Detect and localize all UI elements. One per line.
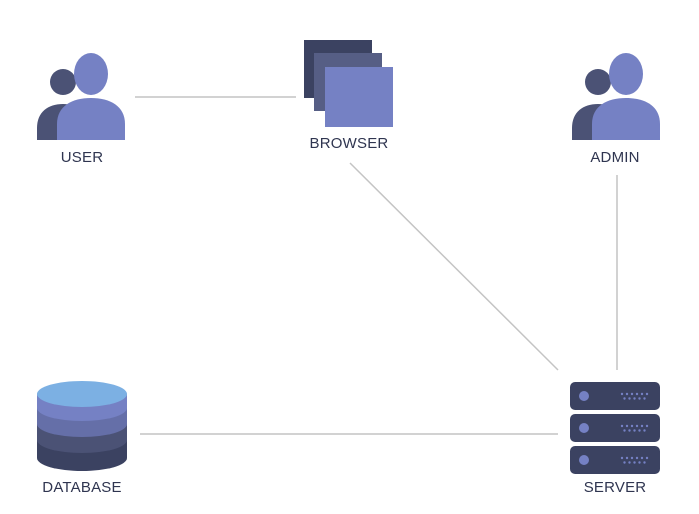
node-admin: ADMIN xyxy=(572,53,660,166)
node-browser: BROWSER xyxy=(304,40,393,152)
database-icon xyxy=(37,381,127,471)
node-user: USER xyxy=(37,53,125,166)
user-label: USER xyxy=(61,149,103,166)
admin-label: ADMIN xyxy=(590,149,639,166)
users-icon xyxy=(572,53,660,140)
browser-label: BROWSER xyxy=(310,135,389,152)
server-rack-icon xyxy=(570,382,660,474)
connectors xyxy=(135,96,618,435)
browser-windows-icon xyxy=(304,40,393,127)
edge-browser-server xyxy=(349,162,559,371)
users-icon xyxy=(37,53,125,140)
node-database: DATABASE xyxy=(37,381,127,496)
node-server: SERVER xyxy=(570,382,660,496)
server-label: SERVER xyxy=(584,479,647,496)
database-label: DATABASE xyxy=(42,479,121,496)
